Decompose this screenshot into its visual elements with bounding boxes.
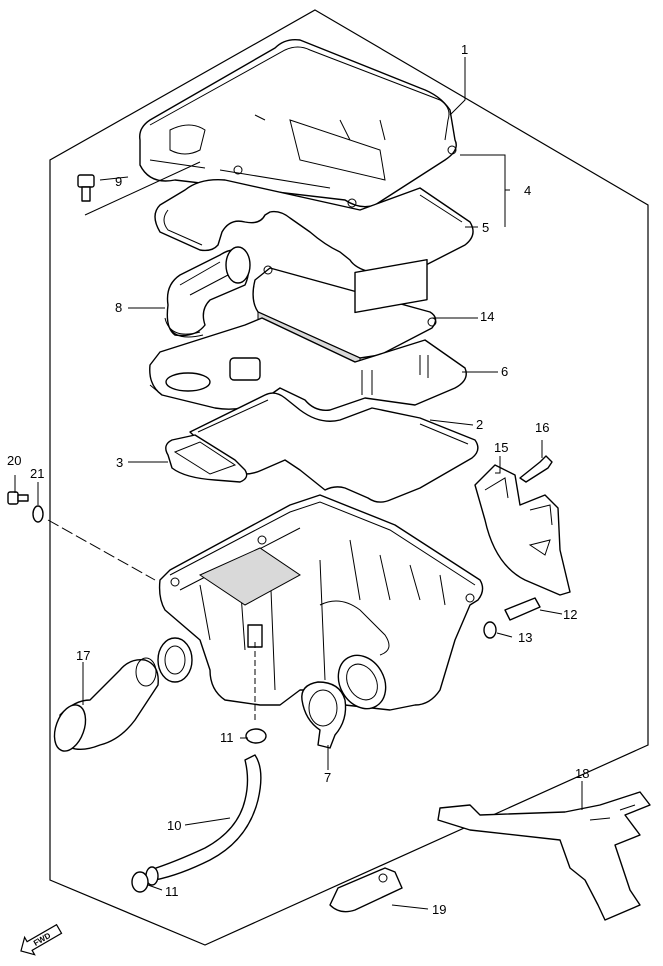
callout-15: 15	[494, 440, 508, 455]
part-hose-12	[504, 597, 541, 621]
part-clamp	[301, 681, 347, 749]
callout-9: 9	[115, 174, 122, 189]
callout-21: 21	[30, 466, 44, 481]
part-element-holder	[149, 317, 467, 411]
part-cap-seal	[154, 179, 474, 278]
callout-5: 5	[482, 220, 489, 235]
callout-6: 6	[501, 364, 508, 379]
part-plate-18	[437, 791, 651, 921]
part-bolt-20	[7, 491, 29, 505]
part-air-cleaner-case	[157, 494, 484, 711]
callout-1: 1	[461, 42, 468, 57]
part-bolt-9	[77, 174, 95, 202]
callout-2: 2	[476, 417, 483, 432]
callout-18: 18	[575, 766, 589, 781]
part-clip-13	[483, 621, 497, 639]
callout-12: 12	[563, 607, 577, 622]
callout-10: 10	[167, 818, 181, 833]
part-washer-21	[32, 505, 44, 523]
part-bracket-19	[329, 867, 403, 913]
leader-lines	[14, 57, 583, 910]
part-rear-boot	[53, 657, 159, 752]
part-case-seal	[189, 392, 479, 503]
part-clip-upper	[245, 728, 267, 744]
callout-13: 13	[518, 630, 532, 645]
callout-4: 4	[524, 183, 531, 198]
forward-arrow-icon: FWD	[20, 923, 63, 956]
assembly-boundary	[49, 9, 649, 946]
part-gasket	[165, 434, 248, 483]
callout-14: 14	[480, 309, 494, 324]
part-cap	[139, 38, 457, 208]
part-cover	[474, 464, 571, 596]
callout-16: 16	[535, 420, 549, 435]
part-clip-lower	[131, 871, 149, 893]
callout-19: 19	[432, 902, 446, 917]
callout-11-lower: 11	[165, 884, 179, 899]
callout-11-upper: 11	[220, 730, 234, 745]
callout-3: 3	[116, 455, 123, 470]
callout-17: 17	[76, 648, 90, 663]
part-intake-tube	[164, 246, 251, 338]
callout-20: 20	[7, 453, 21, 468]
callout-7: 7	[324, 770, 331, 785]
part-screw-16	[519, 455, 553, 483]
callout-8: 8	[115, 300, 122, 315]
